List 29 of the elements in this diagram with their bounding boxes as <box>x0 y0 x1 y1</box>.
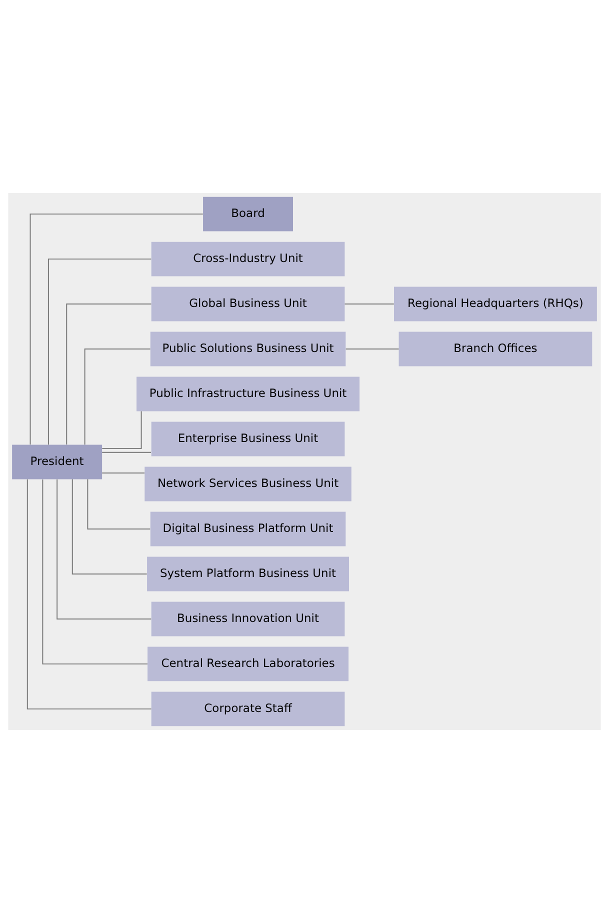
connector <box>84 348 151 445</box>
node-box: Network Services Business Unit <box>144 466 352 501</box>
node-box: Enterprise Business Unit <box>151 421 345 456</box>
node-box: Central Research Laboratories <box>148 646 349 681</box>
node-box: Board <box>203 196 294 231</box>
connector <box>42 478 148 664</box>
connector <box>66 303 152 444</box>
connector <box>72 478 148 574</box>
node-box: Digital Business Platform Unit <box>150 511 346 546</box>
node-box: Branch Offices <box>398 331 592 366</box>
connector <box>87 478 151 529</box>
node-box: Corporate Staff <box>151 691 345 726</box>
node-box: Regional Headquarters (RHQs) <box>394 286 597 321</box>
connector <box>102 451 152 452</box>
connector <box>56 478 152 619</box>
connector <box>48 258 152 445</box>
connector <box>30 213 204 445</box>
node-box: President <box>12 444 102 479</box>
connector <box>26 478 152 709</box>
node-box: Cross-Industry Unit <box>151 241 345 276</box>
node-box: System Platform Business Unit <box>147 556 349 591</box>
node-box: Global Business Unit <box>151 286 345 321</box>
connector <box>344 303 394 304</box>
connector <box>102 472 145 473</box>
node-box: Public Infrastructure Business Unit <box>136 376 360 411</box>
node-box: Business Innovation Unit <box>151 601 345 636</box>
connector <box>345 348 400 349</box>
node-box: Public Solutions Business Unit <box>150 331 346 366</box>
connector <box>102 410 142 449</box>
